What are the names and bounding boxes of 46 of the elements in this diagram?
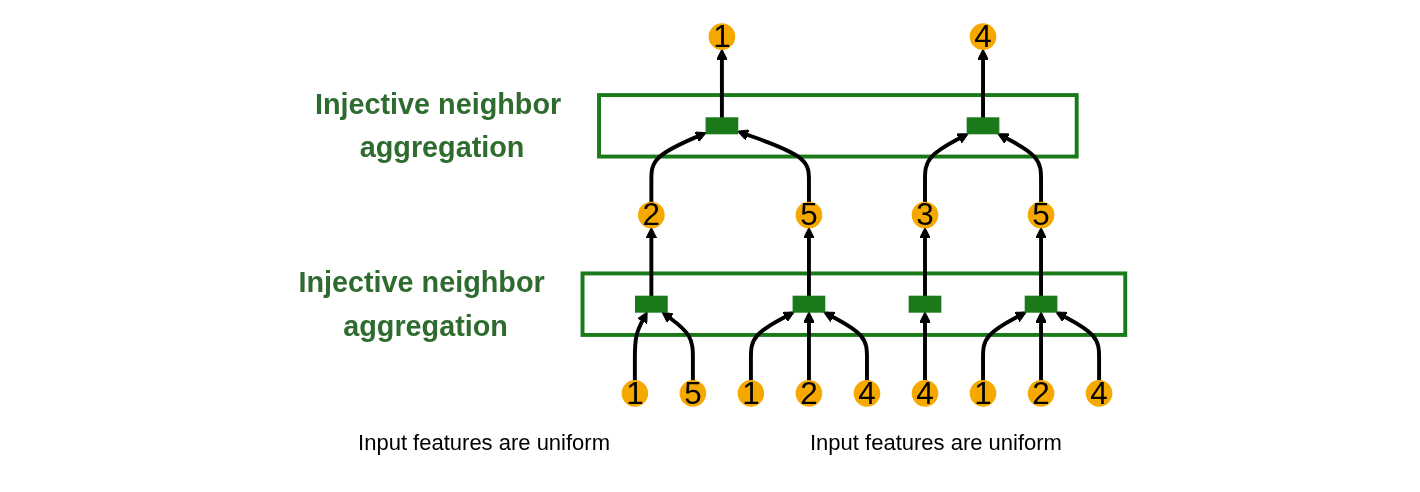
arrow — [716, 48, 728, 118]
arrow — [923, 133, 969, 203]
arrow — [977, 48, 989, 118]
arrow — [632, 311, 648, 381]
arrow — [661, 311, 695, 381]
note-text: Input features are uniform — [358, 430, 610, 456]
arrow — [919, 227, 931, 297]
arrow — [981, 311, 1027, 381]
node-circle: 2 — [638, 201, 665, 229]
cluster — [597, 93, 1079, 159]
arrow — [823, 311, 869, 381]
node-circle: 1 — [621, 380, 649, 407]
node-bar — [705, 117, 739, 135]
node-label: Injective neighbor aggregation — [298, 266, 545, 343]
arrow — [919, 311, 931, 381]
arrow — [997, 133, 1043, 203]
arrow — [1035, 311, 1047, 381]
node-circle: 5 — [1027, 201, 1055, 229]
node-circle: 5 — [679, 380, 707, 407]
arrow — [649, 131, 707, 203]
arrow — [803, 227, 815, 297]
node-circle: 4 — [1085, 380, 1113, 407]
cluster — [580, 271, 1128, 337]
node-circle: 4 — [911, 380, 939, 407]
node-label: Injective neighbor aggregation — [314, 87, 562, 164]
note-text: Input features are uniform — [810, 430, 1062, 456]
arrow — [645, 227, 658, 297]
arrow — [1035, 227, 1047, 297]
node-bar — [1024, 295, 1058, 313]
node-circle: 1 — [737, 380, 765, 407]
node-circle: 5 — [795, 201, 823, 229]
node-bar — [908, 295, 942, 313]
arrow — [737, 129, 811, 203]
node-circle: 4 — [853, 380, 881, 407]
arrow — [1055, 311, 1102, 381]
node-bar — [966, 117, 1000, 135]
node-circle: 2 — [1027, 380, 1055, 407]
node-circle: 2 — [795, 380, 823, 407]
node-circle: 3 — [911, 201, 939, 229]
arrow — [803, 311, 815, 381]
node-circle: 1 — [708, 23, 736, 50]
node-bar — [635, 295, 668, 313]
node-bar — [792, 295, 826, 313]
arrow — [748, 311, 795, 381]
node-circle: 1 — [969, 380, 997, 407]
node-circle: 4 — [969, 23, 997, 50]
